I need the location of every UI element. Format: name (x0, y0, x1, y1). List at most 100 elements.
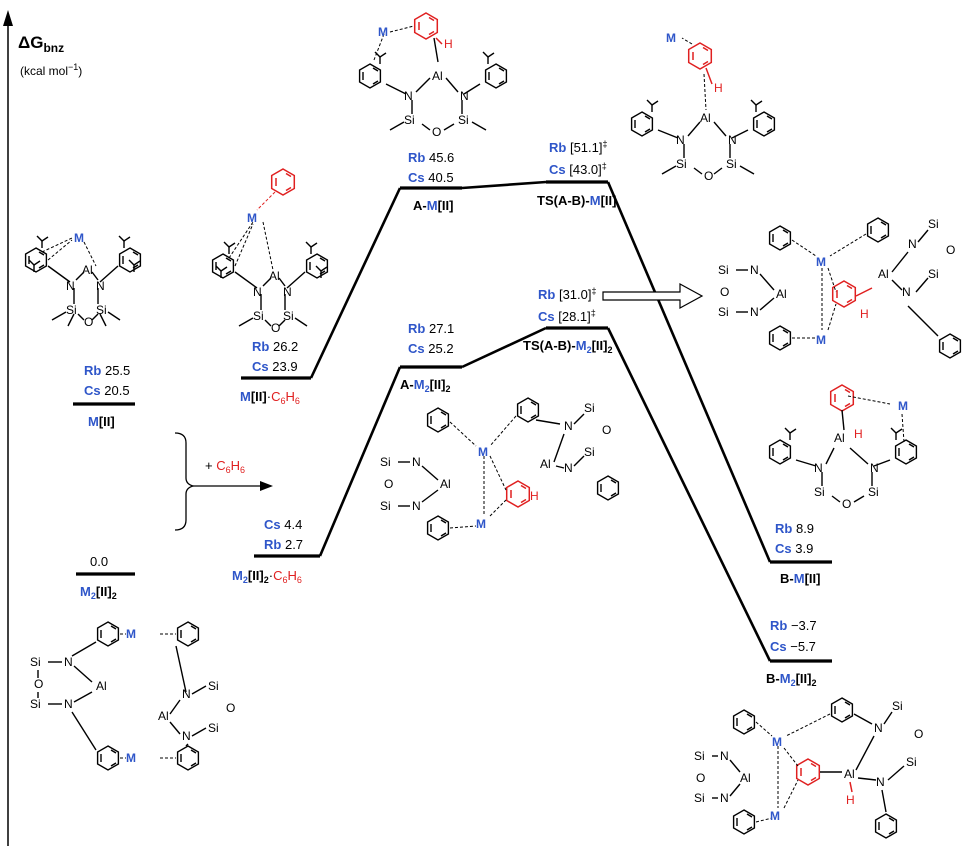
state-ts-m2ii2: Rb [31.0]‡ Cs [28.1]‡ TS(A-B)-M2[II]2 (523, 286, 612, 355)
svg-text:Rb 2.7: Rb 2.7 (264, 537, 303, 552)
svg-text:H: H (444, 37, 453, 51)
svg-text:O: O (704, 169, 713, 183)
svg-text:Cs 40.5: Cs 40.5 (408, 170, 454, 185)
svg-text:Si: Si (928, 267, 939, 281)
svg-text:M: M (476, 517, 486, 531)
energy-levels (73, 180, 832, 663)
svg-text:O: O (946, 243, 955, 257)
svg-text:Si: Si (814, 485, 825, 499)
svg-text:Al: Al (776, 287, 787, 301)
svg-text:N: N (412, 455, 421, 469)
svg-text:Si: Si (694, 791, 705, 805)
svg-text:M: M (74, 231, 84, 245)
svg-text:A-M2[II]2: A-M2[II]2 (400, 377, 450, 394)
state-mii: Rb 25.5 Cs 20.5 M[II] (84, 363, 130, 429)
svg-text:H: H (530, 489, 539, 503)
svg-text:Cs 4.4: Cs 4.4 (264, 517, 302, 532)
svg-text:M: M (378, 25, 388, 39)
svg-text:Al: Al (700, 111, 711, 125)
svg-text:Si: Si (30, 655, 41, 669)
svg-text:N: N (902, 285, 911, 299)
value-m2ii2: 0.0 (90, 554, 108, 569)
pathway-connectors (309, 180, 772, 662)
svg-text:N: N (564, 461, 573, 475)
svg-text:M: M (126, 627, 136, 641)
svg-text:O: O (226, 701, 235, 715)
svg-text:N: N (182, 729, 191, 743)
svg-text:B-M2[II]2: B-M2[II]2 (766, 671, 816, 688)
svg-text:H: H (846, 793, 855, 807)
svg-text:Si: Si (694, 749, 705, 763)
svg-text:Si: Si (253, 309, 264, 323)
svg-text:Si: Si (584, 445, 595, 459)
axis-title: ΔGbnz (18, 33, 64, 55)
svg-text:N: N (750, 305, 759, 319)
structure-m2ii2: M M Si Si O N N Al Al N N Si Si O (30, 621, 235, 771)
svg-text:Al: Al (432, 69, 443, 83)
svg-text:Si: Si (208, 721, 219, 735)
reagent-label: + C6H6 (205, 458, 245, 475)
svg-text:N: N (870, 461, 879, 475)
svg-text:N: N (404, 89, 413, 103)
structure-ts-m2ii2: H M M Si Si O N N Al Al N N Si Si O (718, 217, 962, 359)
svg-text:M: M (816, 333, 826, 347)
svg-text:O: O (432, 125, 441, 139)
state-b-m2ii2: Rb −3.7 Cs −5.7 B-M2[II]2 (766, 618, 817, 688)
svg-text:M: M (666, 31, 676, 45)
state-m2-c6h6: Cs 4.4 Rb 2.7 M2[II]2·C6H6 (232, 517, 303, 585)
svg-text:TS(A-B)-M[II]: TS(A-B)-M[II] (537, 193, 616, 208)
state-a-m2ii2: Rb 27.1 Cs 25.2 A-M2[II]2 (400, 321, 454, 394)
svg-text:H: H (714, 81, 723, 95)
svg-text:M[II]: M[II] (88, 414, 115, 429)
svg-text:A-M[II]: A-M[II] (413, 198, 453, 213)
svg-text:Si: Si (676, 157, 687, 171)
svg-text:TS(A-B)-M2[II]2: TS(A-B)-M2[II]2 (523, 338, 612, 355)
svg-text:Si: Si (718, 263, 729, 277)
svg-text:H: H (854, 427, 863, 441)
structure-mii-c6h6: M Al N N Si Si O (211, 168, 329, 335)
svg-text:Al: Al (540, 457, 551, 471)
svg-text:Al: Al (96, 679, 107, 693)
svg-text:O: O (384, 477, 393, 491)
svg-text:O: O (914, 727, 923, 741)
svg-text:Cs [43.0]‡: Cs [43.0]‡ (549, 161, 607, 177)
svg-text:Rb 8.9: Rb 8.9 (775, 521, 814, 536)
svg-text:N: N (66, 279, 75, 293)
svg-text:N: N (96, 279, 105, 293)
structure-mii: M Al N N Si Si O (24, 231, 142, 329)
svg-text:N: N (720, 791, 729, 805)
svg-text:N: N (564, 419, 573, 433)
svg-text:Si: Si (404, 113, 415, 127)
svg-text:Al: Al (834, 431, 845, 445)
svg-text:Cs [28.1]‡: Cs [28.1]‡ (538, 308, 596, 324)
axis-unit: (kcal mol−1) (20, 62, 82, 78)
svg-text:O: O (842, 497, 851, 511)
svg-text:M: M (478, 445, 488, 459)
svg-text:O: O (696, 771, 705, 785)
svg-text:Si: Si (584, 401, 595, 415)
svg-text:M[II]·C6H6: M[II]·C6H6 (240, 389, 300, 406)
svg-text:N: N (182, 687, 191, 701)
svg-text:Rb 25.5: Rb 25.5 (84, 363, 130, 378)
svg-text:Si: Si (718, 305, 729, 319)
svg-text:N: N (64, 697, 73, 711)
svg-text:N: N (750, 263, 759, 277)
svg-text:M: M (898, 399, 908, 413)
name-m2ii2: M2[II]2 (80, 584, 117, 601)
svg-text:Si: Si (458, 113, 469, 127)
svg-text:M2[II]2·C6H6: M2[II]2·C6H6 (232, 568, 302, 585)
svg-text:M: M (772, 735, 782, 749)
ts-structure-arrow (602, 282, 704, 310)
svg-text:O: O (34, 677, 43, 691)
svg-text:N: N (64, 655, 73, 669)
svg-text:Al: Al (844, 767, 855, 781)
svg-text:Si: Si (208, 679, 219, 693)
svg-text:Si: Si (726, 157, 737, 171)
svg-text:Si: Si (66, 303, 77, 317)
svg-text:N: N (283, 285, 292, 299)
svg-text:Si: Si (283, 309, 294, 323)
svg-text:Si: Si (96, 303, 107, 317)
svg-text:Si: Si (30, 697, 41, 711)
structure-ts-mii: H M Al N N Si Si O (630, 31, 776, 183)
